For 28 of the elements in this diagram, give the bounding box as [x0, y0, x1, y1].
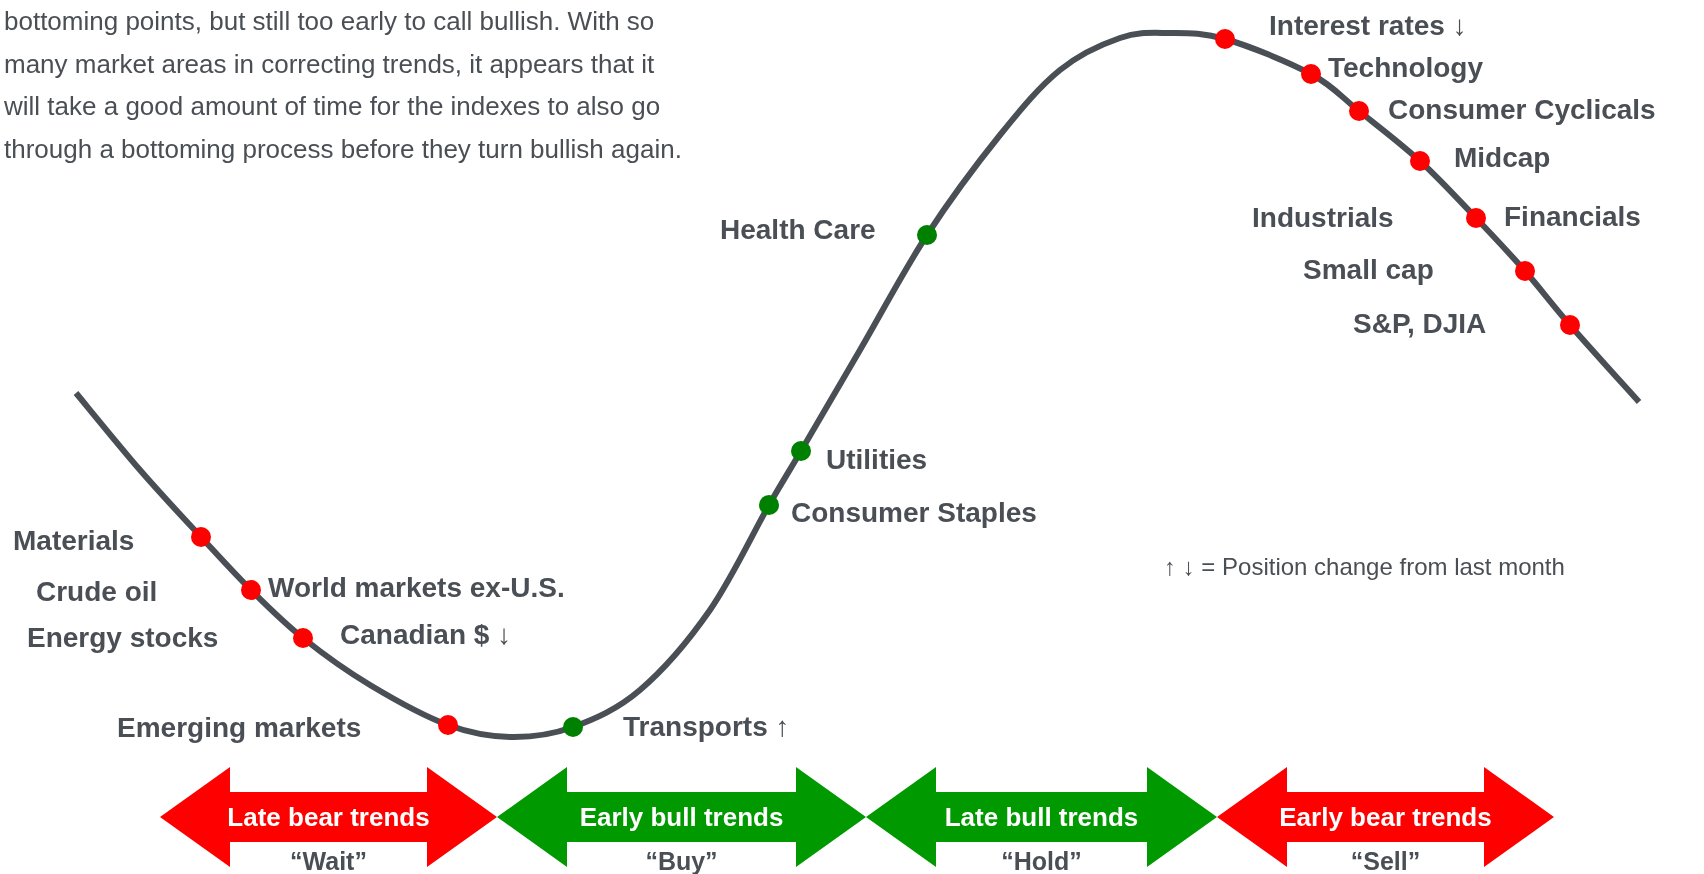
sector-label: Consumer Staples [791, 497, 1037, 529]
sector-label: Health Care [720, 214, 876, 246]
sector-label: Interest rates ↓ [1269, 10, 1467, 42]
sector-label: Utilities [826, 444, 928, 476]
sector-label: Materials [13, 525, 135, 557]
sector-label: World markets ex-U.S. [268, 572, 565, 604]
action-label: “Buy” [645, 846, 718, 874]
sector-label: Consumer Cyclicals [1388, 94, 1656, 126]
phase-label: Early bull trends [579, 801, 784, 833]
sector-label: Technology [1328, 52, 1484, 84]
sector-label: Crude oil [36, 576, 158, 608]
action-label: “Sell” [1350, 846, 1421, 874]
phase-label: Early bear trends [1279, 801, 1492, 833]
sector-label: Transports ↑ [623, 711, 790, 743]
sector-label: Financials [1504, 201, 1641, 233]
phase-label: Late bull trends [944, 801, 1139, 833]
action-label: “Wait” [290, 846, 367, 874]
phase-label: Late bear trends [227, 801, 430, 833]
sector-label: Canadian $ ↓ [340, 619, 512, 651]
sector-label: Small cap [1303, 254, 1434, 286]
sector-label: Industrials [1252, 202, 1394, 234]
commentary-paragraph: bottoming points, but still too early to call bullish. With so many market areas in correcting trends, it appears that it will take a good amount of time for the indexes to also go through a bottoming process before they turn bullish again. [4, 5, 683, 166]
legend-note: ↑ ↓ = Position change from last month [1164, 553, 1565, 581]
sector-label: Emerging markets [117, 712, 362, 744]
sector-label: S&P, DJIA [1353, 308, 1487, 340]
sector-label: Energy stocks [27, 622, 219, 654]
action-label: “Hold” [1001, 846, 1082, 874]
sector-label: Midcap [1454, 142, 1551, 174]
